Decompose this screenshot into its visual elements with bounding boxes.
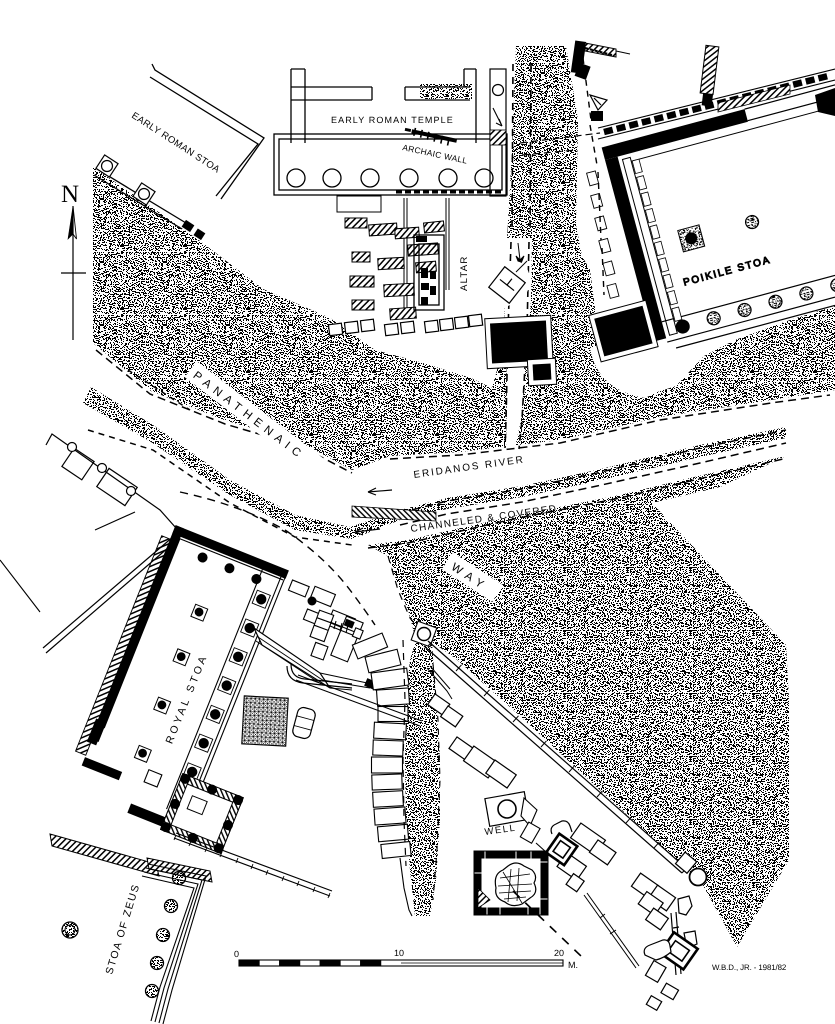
svg-text:0: 0: [234, 949, 239, 959]
svg-text:W.B.D., JR. - 1981/82: W.B.D., JR. - 1981/82: [712, 963, 786, 972]
svg-text:10: 10: [394, 948, 404, 958]
svg-text:ALTAR: ALTAR: [459, 256, 470, 292]
svg-text:N: N: [61, 181, 79, 208]
svg-text:WELL: WELL: [484, 823, 517, 838]
svg-text:M.: M.: [568, 960, 578, 970]
svg-text:EARLY ROMAN TEMPLE: EARLY ROMAN TEMPLE: [331, 115, 454, 125]
svg-text:20: 20: [554, 948, 564, 958]
